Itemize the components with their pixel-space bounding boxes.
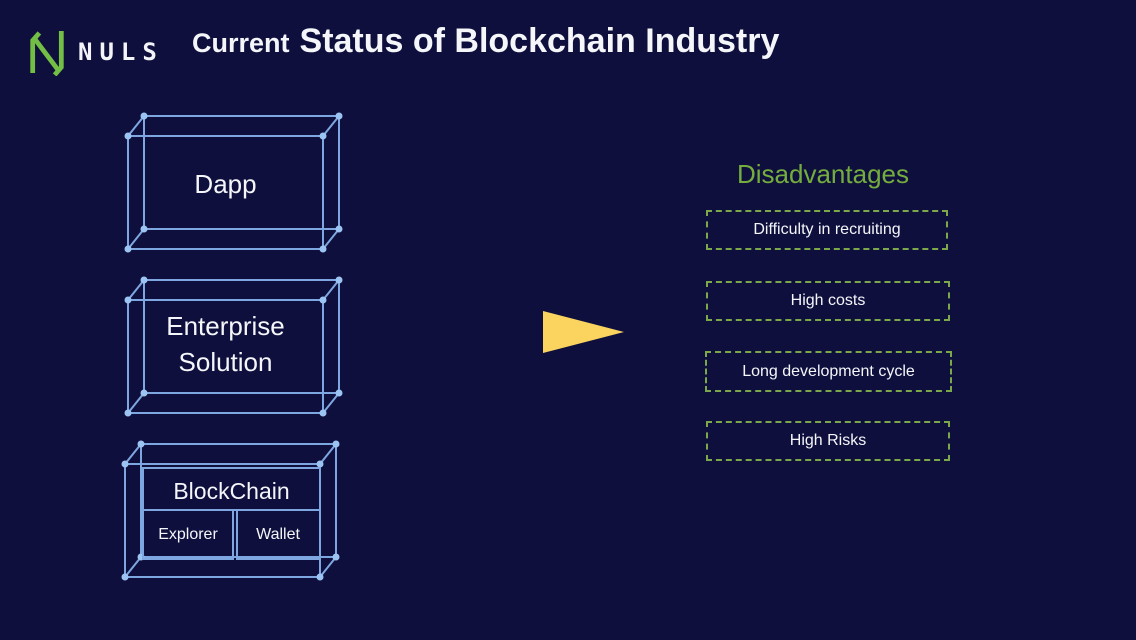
blockchain-label: BlockChain <box>173 478 290 504</box>
disadvantage-item-costs: High costs <box>706 281 950 321</box>
explorer-label: Explorer <box>158 526 218 543</box>
nuls-n-logo-icon <box>30 31 64 76</box>
disadvantage-item-recruiting: Difficulty in recruiting <box>706 210 948 250</box>
wallet-cell <box>236 509 321 560</box>
disadvantages-heading: Disadvantages <box>737 159 909 189</box>
disadvantage-item-label: High Risks <box>789 432 867 449</box>
disadvantage-item-label: Long development cycle <box>742 362 915 380</box>
nuls-logo: NULS <box>26 28 164 76</box>
brand-wordmark: NULS <box>78 38 164 66</box>
slide-title-prefix: Current <box>192 28 290 58</box>
slide-title: Current Status of Blockchain Industry <box>192 22 779 61</box>
enterprise-solution-label: Enterprise Solution <box>166 311 285 377</box>
disadvantage-item-risks: High Risks <box>706 421 950 461</box>
disadvantage-item-dev-cycle: Long development cycle <box>705 351 952 392</box>
explorer-cell <box>142 509 234 560</box>
right-arrow-icon <box>543 311 624 353</box>
disadvantage-item-label: High costs <box>790 292 866 309</box>
dapp-label: Dapp <box>194 169 257 199</box>
disadvantage-item-label: Difficulty in recruiting <box>753 221 901 238</box>
blockchain-subgrid <box>142 467 321 560</box>
wallet-label: Wallet <box>256 526 300 543</box>
slide-title-main: Status of Blockchain Industry <box>299 22 780 60</box>
